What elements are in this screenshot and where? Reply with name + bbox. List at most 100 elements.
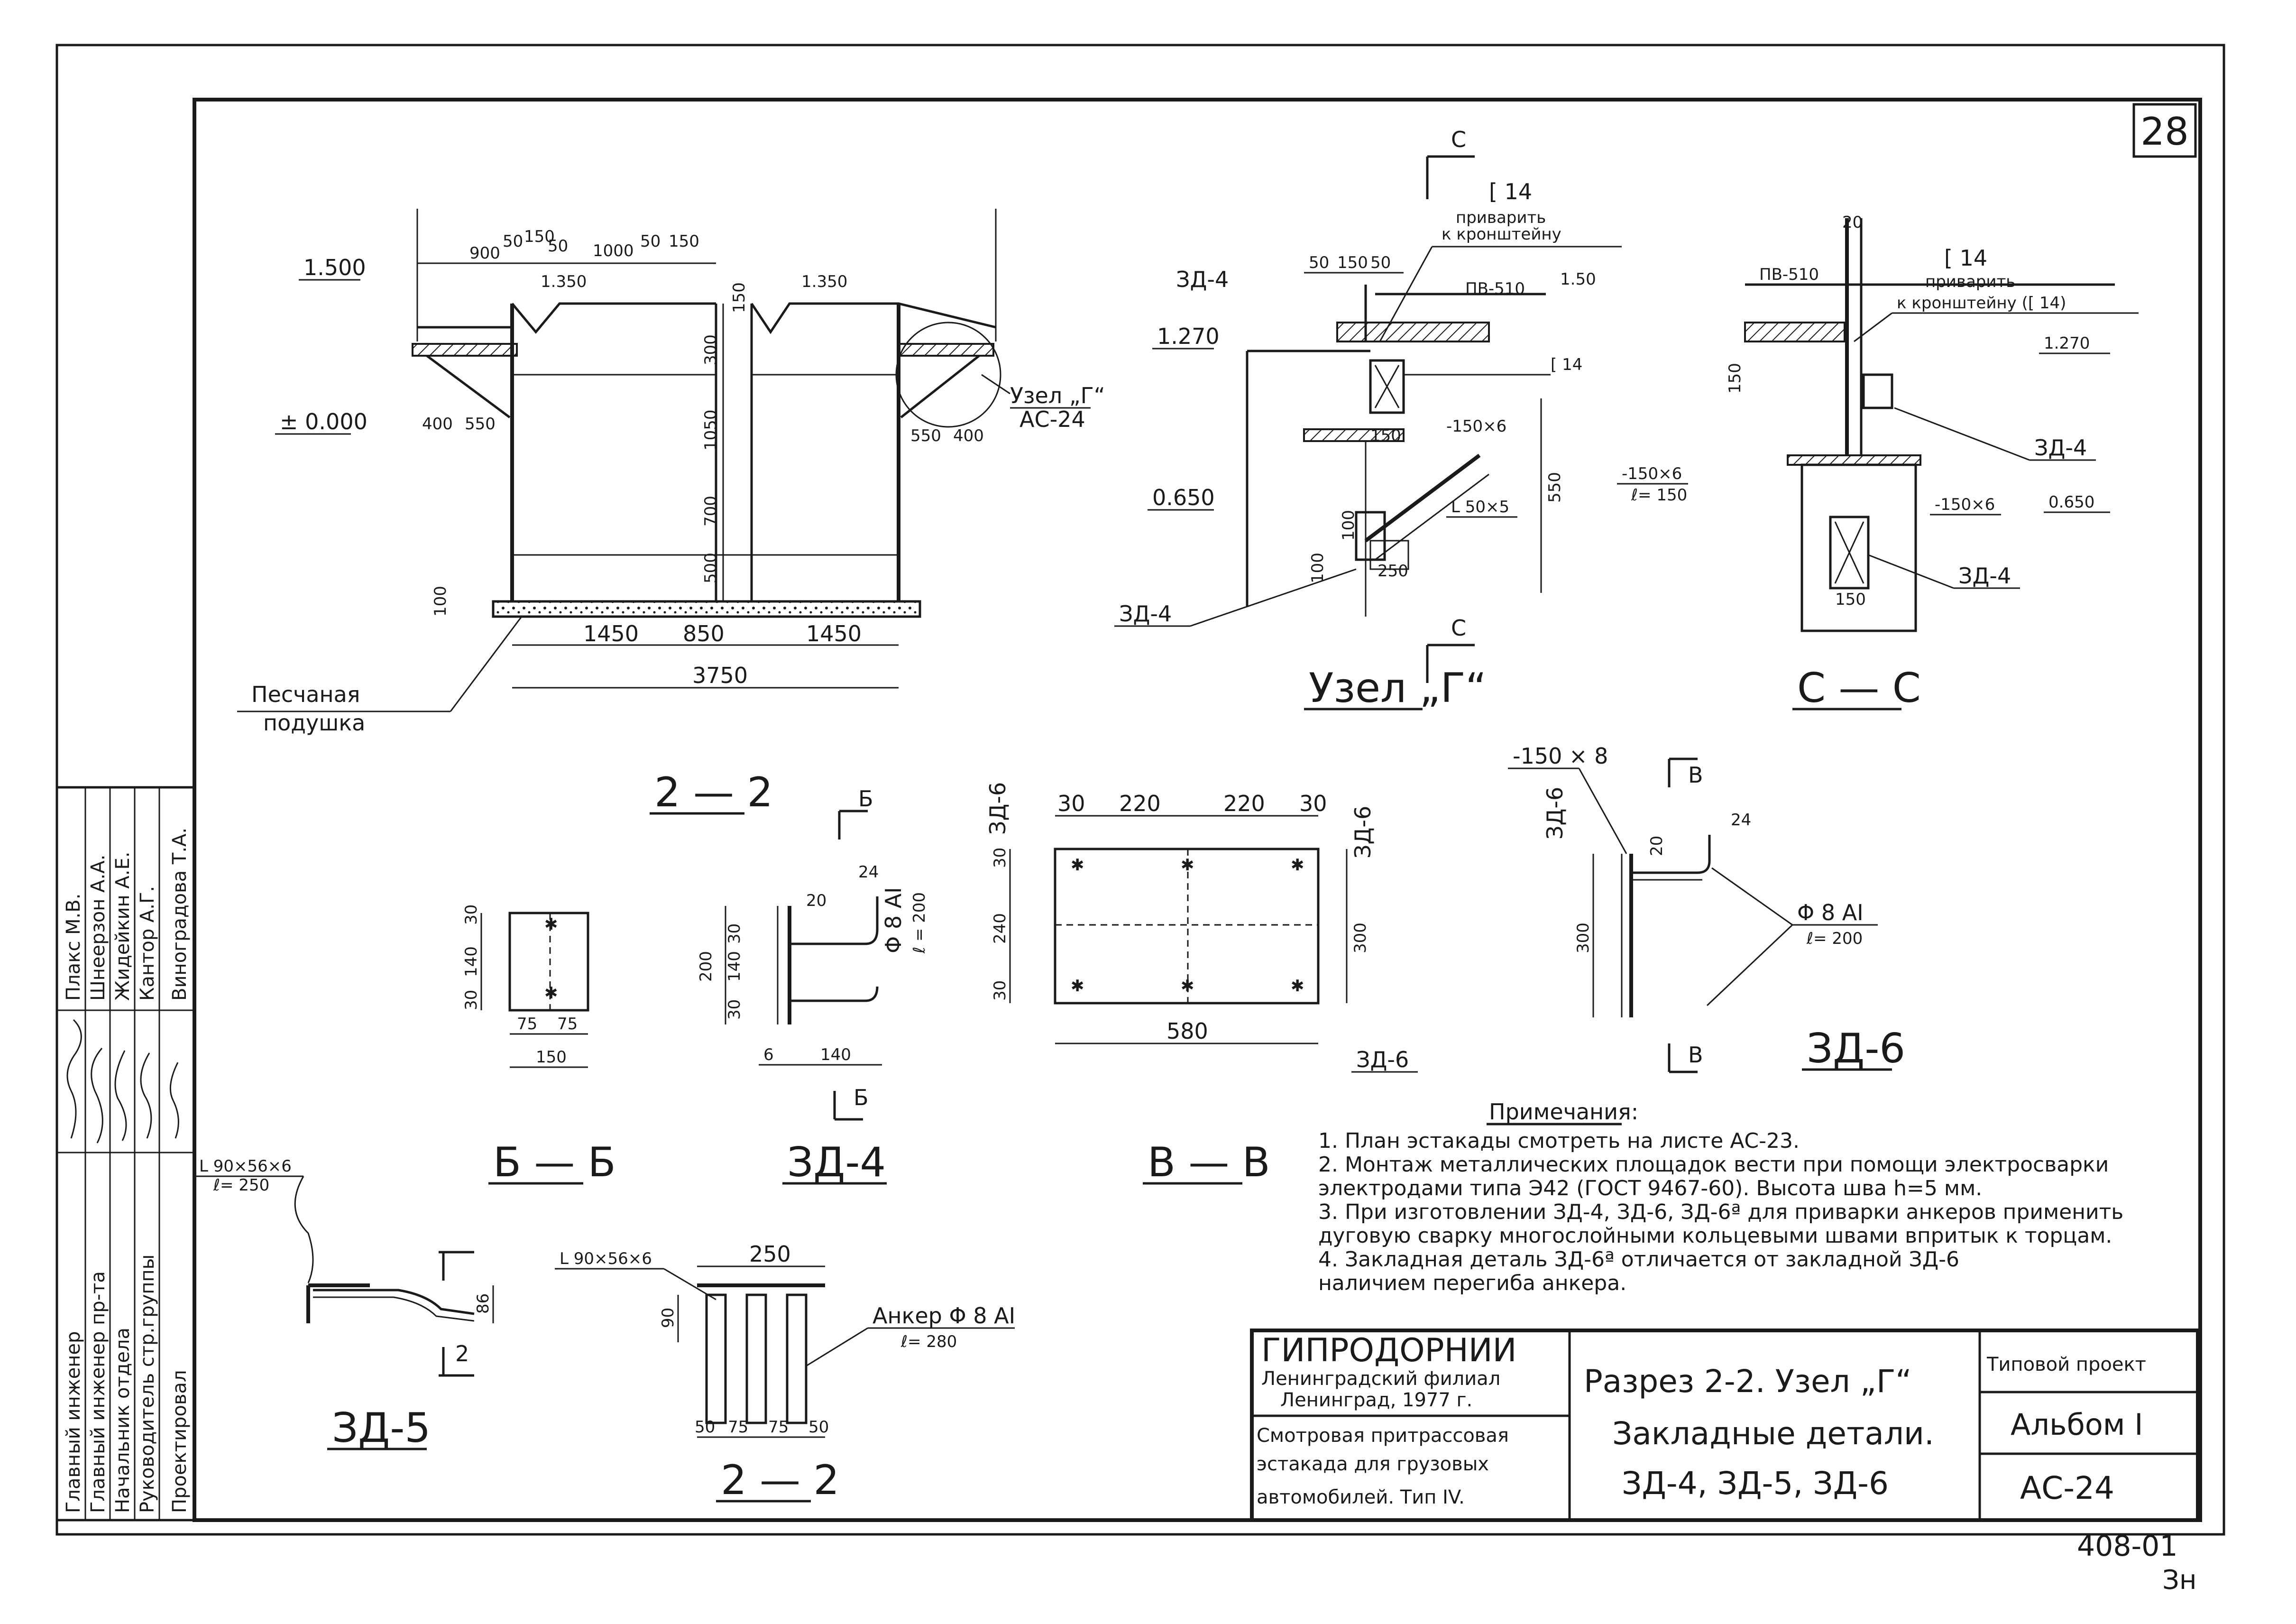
rebar-label: Φ 8 АI bbox=[881, 887, 906, 953]
rebar-length: ℓ = 200 bbox=[910, 892, 929, 954]
svg-text:✱: ✱ bbox=[1071, 977, 1084, 996]
section-label: 2 — 2 bbox=[721, 1457, 839, 1504]
level-mark: 1.350 bbox=[801, 272, 847, 291]
part-ref: ЗД-6 bbox=[1542, 787, 1568, 840]
staff-name: Шнеерзон А.А. bbox=[87, 855, 109, 1001]
dim-label: 850 bbox=[683, 621, 725, 646]
dim-label: 30 bbox=[1057, 791, 1085, 816]
cut-label: С bbox=[1451, 127, 1466, 152]
project-type: Типовой проект bbox=[1986, 1354, 2146, 1375]
org-city-year: Ленинград, 1977 г. bbox=[1280, 1389, 1472, 1411]
staff-role: Руководитель стр.группы bbox=[137, 1255, 158, 1513]
plate-label: -150 × 8 bbox=[1513, 743, 1608, 769]
staff-name: Плакс М.В. bbox=[63, 894, 84, 1001]
dim-label: 1450 bbox=[806, 621, 862, 646]
note-line: электродами типа Э42 (ГОСТ 9467-60). Выс… bbox=[1318, 1176, 1982, 1200]
beam-label: ПВ-510 bbox=[1759, 265, 1819, 284]
svg-text:✱: ✱ bbox=[1291, 856, 1304, 875]
dim-label: 900 bbox=[469, 244, 500, 263]
dim-label: 140 bbox=[725, 951, 744, 982]
dim-label: 250 bbox=[749, 1241, 791, 1267]
plate-label: -150×6 bbox=[1446, 417, 1506, 436]
anchor-length: ℓ= 280 bbox=[900, 1332, 957, 1351]
outer-frame bbox=[55, 44, 2225, 1536]
dim-label: 550 bbox=[1545, 472, 1564, 503]
weld-note: к кронштейну ([ 14) bbox=[1897, 294, 2066, 313]
node-label: Узел „Г“ bbox=[1309, 664, 1487, 712]
cut-label: В bbox=[1688, 1042, 1703, 1068]
dim-label: 75 bbox=[517, 1015, 537, 1033]
sheet-title: ЗД-4, ЗД-5, ЗД-6 bbox=[1622, 1465, 1889, 1502]
dim-label: 150 bbox=[524, 227, 555, 246]
rebar-length: ℓ= 200 bbox=[1806, 929, 1863, 948]
dim-label: 75 bbox=[557, 1015, 578, 1033]
dim-label: 150 bbox=[1337, 253, 1368, 272]
dim-label: 250 bbox=[1378, 562, 1408, 581]
dim-label: 6 bbox=[763, 1045, 774, 1064]
staff-role: Проектировал bbox=[169, 1370, 191, 1513]
dim-label: 30 bbox=[1299, 791, 1327, 816]
dim-label: 140 bbox=[820, 1045, 851, 1064]
section-label: 2 — 2 bbox=[654, 769, 773, 816]
svg-text:✱: ✱ bbox=[1181, 856, 1194, 875]
dim-label: 30 bbox=[991, 980, 1010, 1001]
note-line: 1. План эстакады смотреть на листе АС-23… bbox=[1318, 1129, 1800, 1153]
sand-cushion bbox=[492, 600, 921, 618]
dim-label: 90 bbox=[659, 1308, 678, 1328]
svg-text:✱: ✱ bbox=[1071, 856, 1084, 875]
dim-label: 50 bbox=[548, 237, 568, 256]
cut-label: 2 bbox=[455, 1341, 469, 1366]
note-line: 2. Монтаж металлических площадок вести п… bbox=[1318, 1153, 2109, 1177]
svg-text:✱: ✱ bbox=[1291, 977, 1304, 996]
angle-label: L 50×5 bbox=[1451, 498, 1509, 517]
section-v-v: ✱ ✱ ✱ ✱ ✱ ✱ 30 220 220 30 30 240 30 300 … bbox=[985, 782, 1418, 1186]
dim-label: 50 bbox=[503, 232, 523, 251]
rebar-label: Φ 8 АI bbox=[1797, 900, 1864, 925]
dim-label: 550 bbox=[910, 426, 941, 445]
dim-label: 550 bbox=[465, 415, 496, 434]
dim-label: 150 bbox=[669, 232, 699, 251]
signature bbox=[66, 1019, 82, 1139]
level-mark: 1.50 bbox=[1560, 270, 1596, 289]
dim-label: 150 bbox=[1370, 426, 1401, 445]
dim-label: 75 bbox=[728, 1418, 748, 1437]
dim-label: 240 bbox=[991, 913, 1010, 944]
cut-label: Б bbox=[854, 1085, 869, 1110]
part-ref: ЗД-6 bbox=[1350, 806, 1376, 858]
dim-label: 140 bbox=[462, 946, 481, 977]
dim-label: 150 bbox=[1835, 590, 1866, 609]
embedded-plate bbox=[1862, 373, 1893, 409]
level-mark: 0.650 bbox=[2048, 493, 2094, 512]
sand-cushion-label: подушка bbox=[263, 710, 365, 736]
part-zd-4: 200 140 30 30 6 140 20 24 Φ 8 АI ℓ = 200… bbox=[697, 786, 929, 1186]
dim-label: 150 bbox=[536, 1048, 567, 1067]
cut-label: Б bbox=[858, 786, 873, 812]
dim-label: 50 bbox=[1370, 253, 1391, 272]
dim-label: 50 bbox=[640, 232, 661, 251]
note-line: 3. При изготовлении ЗД-4, ЗД-6, ЗД-6ª дл… bbox=[1318, 1200, 2123, 1224]
sheet-number: 28 bbox=[2140, 110, 2189, 154]
node-g: С С ЗД-4 ЗД-4 [ 14 приварить к кронштейн… bbox=[1114, 127, 1622, 712]
part-ref: ЗД-4 bbox=[1176, 267, 1229, 292]
channel-label: [ 14 bbox=[1944, 245, 1987, 271]
svg-text:✱: ✱ bbox=[1181, 977, 1194, 996]
dim-label: 3750 bbox=[692, 663, 748, 688]
channel-label: [ 14 bbox=[1489, 179, 1532, 204]
staff-name: Кантор А.Г. bbox=[137, 886, 158, 1001]
section-c-c: 20 [ 14 приварить к кронштейну ([ 14) ПВ… bbox=[1617, 213, 2139, 712]
dim-label: 1450 bbox=[583, 621, 639, 646]
notes-title: Примечания: bbox=[1489, 1099, 1638, 1125]
part-label: ЗД-6 bbox=[1807, 1025, 1905, 1072]
section-label: С — С bbox=[1797, 664, 1921, 712]
dim-label: 220 bbox=[1223, 791, 1265, 816]
project-name: автомобилей. Тип IV. bbox=[1257, 1486, 1465, 1508]
dim-label: 20 bbox=[806, 891, 827, 910]
staff-role: Начальник отдела bbox=[112, 1328, 134, 1513]
level-mark: 1.270 bbox=[2044, 334, 2090, 353]
svg-text:✱: ✱ bbox=[544, 915, 558, 934]
level-mark: 1.270 bbox=[1157, 323, 1220, 349]
beam-label: ПВ-510 bbox=[1465, 279, 1525, 298]
level-mark: 1.500 bbox=[303, 255, 366, 280]
weld-note: к кронштейну bbox=[1442, 225, 1561, 244]
anchor-label: Анкер Φ 8 АI bbox=[872, 1303, 1015, 1329]
